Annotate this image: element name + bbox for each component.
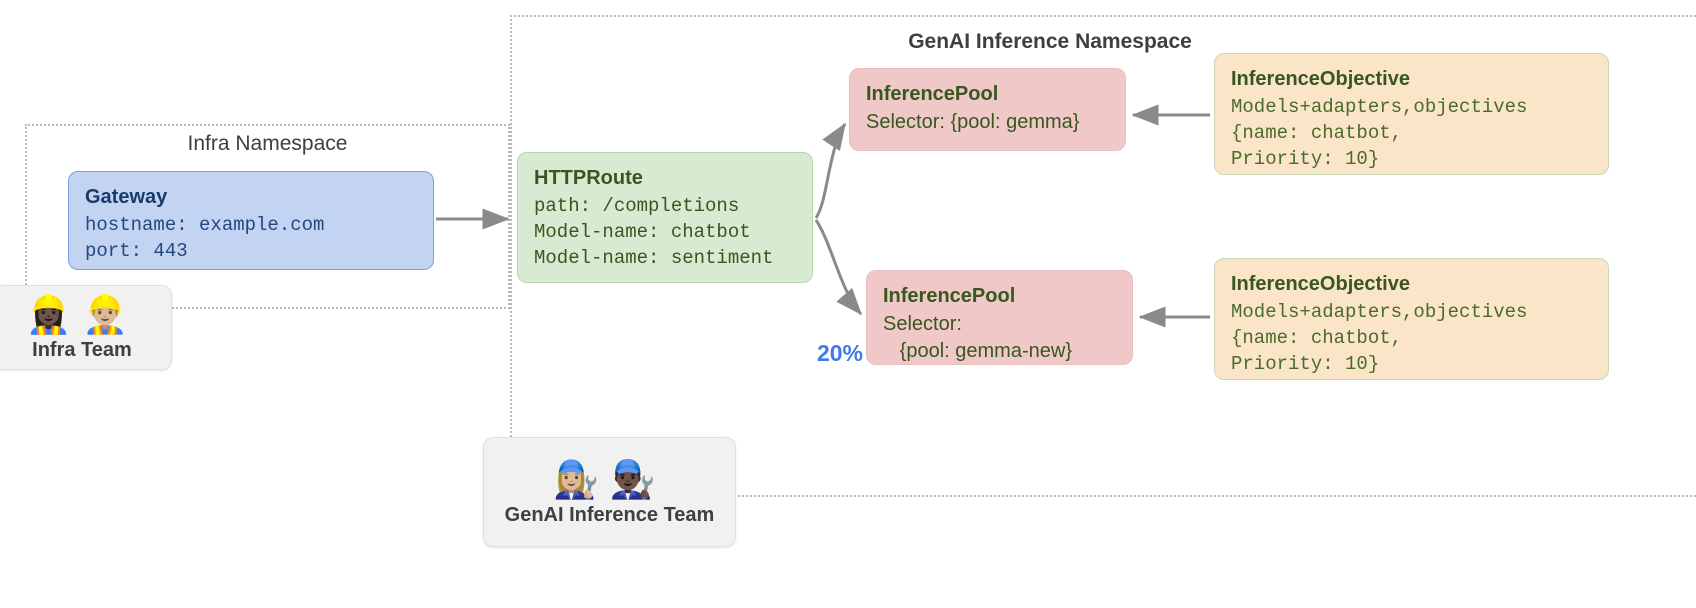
httproute-model-name-sentiment: Model-name: sentiment [534, 247, 774, 269]
inferencepool-gemma-new-title: InferencePool [883, 285, 1016, 307]
inferenceobjective-1-models: Models+adapters,objectives [1231, 96, 1528, 118]
inferenceobjective-2-title: InferenceObjective [1231, 273, 1410, 295]
genai-namespace-boundary [510, 15, 1696, 497]
genai-team-badge[interactable]: 👩🏼‍🔧👨🏿‍🔧 GenAI Inference Team [483, 437, 736, 547]
inferenceobjective-1-name: {name: chatbot, [1231, 122, 1403, 144]
genai-team-label: GenAI Inference Team [504, 503, 715, 526]
inferenceobjective-1-priority: Priority: 10} [1231, 148, 1380, 170]
inferenceobjective-1-title: InferenceObjective [1231, 68, 1410, 90]
gateway-hostname: hostname: example.com [85, 214, 325, 236]
gateway-node[interactable]: Gateway hostname: example.com port: 443 [68, 171, 434, 270]
inferenceobjective-2-models: Models+adapters,objectives [1231, 301, 1528, 323]
httproute-path: path: /completions [534, 195, 740, 217]
inferencepool-gemma-new-selector-value: {pool: gemma-new} [883, 340, 1072, 362]
inferencepool-gemma-selector: Selector: {pool: gemma} [866, 111, 1080, 133]
inferencepool-gemma-title: InferencePool [866, 83, 999, 105]
genai-namespace-title: GenAI Inference Namespace [908, 30, 1192, 53]
httproute-node[interactable]: HTTPRoute path: /completions Model-name:… [517, 152, 813, 283]
inferenceobjective-2-name: {name: chatbot, [1231, 327, 1403, 349]
httproute-model-name-chatbot: Model-name: chatbot [534, 221, 751, 243]
inferencepool-gemma-new-selector-label: Selector: [883, 313, 962, 335]
inferenceobjective-2-node[interactable]: InferenceObjective Models+adapters,objec… [1214, 258, 1609, 380]
inferenceobjective-1-node[interactable]: InferenceObjective Models+adapters,objec… [1214, 53, 1609, 175]
inferenceobjective-2-priority: Priority: 10} [1231, 353, 1380, 375]
mechanic-worker-icon: 👩🏼‍🔧👨🏿‍🔧 [553, 458, 666, 500]
infra-team-label: Infra Team [32, 339, 132, 361]
gateway-port: port: 443 [85, 240, 188, 262]
traffic-split-label: 20% [816, 340, 864, 366]
inferencepool-gemma-node[interactable]: InferencePool Selector: {pool: gemma} [849, 68, 1126, 151]
httproute-title: HTTPRoute [534, 167, 643, 189]
infra-namespace-title: Infra Namespace [187, 132, 348, 155]
gateway-title: Gateway [85, 186, 168, 208]
construction-worker-icon: 👷🏿‍♀️👷🏼‍♂️ [25, 294, 139, 335]
infra-team-badge[interactable]: 👷🏿‍♀️👷🏼‍♂️ Infra Team [0, 285, 172, 370]
inferencepool-gemma-new-node[interactable]: InferencePool Selector: {pool: gemma-new… [866, 270, 1133, 365]
